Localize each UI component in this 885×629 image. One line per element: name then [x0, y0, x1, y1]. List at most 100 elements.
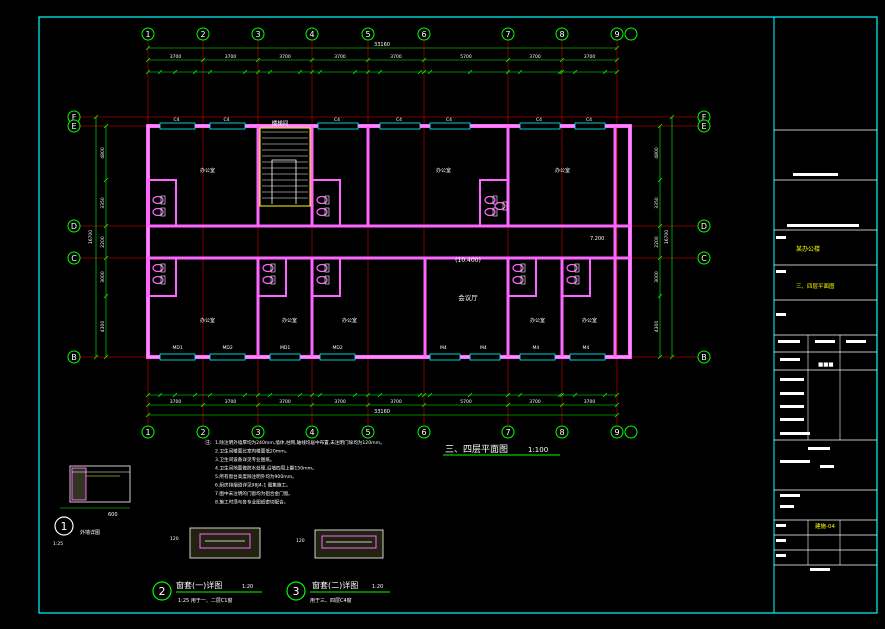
dim-height-right-0: 4800: [654, 147, 660, 159]
door-label-bottom-7: M4: [583, 345, 590, 351]
total-width-bottom: 33160: [374, 409, 390, 415]
sheet-number-text: 建施-04: [815, 522, 835, 530]
door-label-bottom-6: M4: [533, 345, 540, 351]
axis-bubble-row-B-right: B: [701, 353, 707, 362]
axis-bubble-col-2-bottom: 2: [200, 428, 205, 437]
axis-bubble-row-C-right: C: [701, 254, 707, 263]
axis-bubble-col-7-bottom: 7: [505, 428, 510, 437]
door-label-bottom-4: M4: [440, 345, 447, 351]
dim-span-top-6: 3700: [529, 54, 541, 60]
detail-3-scale: 1:20: [372, 584, 383, 590]
window-label-top-4: C4: [446, 117, 452, 123]
detail-3-text: 用于三、四层C4窗: [310, 597, 352, 604]
plan-title-text: 三、四层平面图: [445, 444, 508, 455]
dim-height-right-4: 4300: [654, 321, 660, 333]
axis-bubble-col-2-top: 2: [200, 30, 205, 39]
axis-bubble-col-9-top: 9: [614, 30, 619, 39]
dim-span-top-0: 3700: [170, 54, 182, 60]
door-label-bottom-2: MD1: [280, 345, 290, 351]
dim-height-left-4: 4300: [100, 321, 106, 333]
axis-bubble-col-4-top: 4: [309, 30, 314, 39]
axis-bubble-row-D-left: D: [71, 222, 77, 231]
detail-1: 600 1 1:25 外墙详图: [53, 465, 131, 547]
detail-1-scale: 1:25: [53, 541, 63, 547]
axis-bubble-row-F-left: F: [72, 113, 77, 122]
note-line-4: 5.所有窗台高度除注明外均为900mm。: [215, 473, 297, 480]
wall-outline: [146, 124, 632, 359]
dim-span-bot-5: 5700: [460, 399, 472, 405]
total-height-left: 16700: [88, 230, 94, 244]
detail-2-scale: 1:20: [242, 584, 253, 590]
toilet-fixtures: [152, 195, 580, 285]
axis-bubble-row-E-right: E: [701, 122, 706, 131]
axis-bubble-row-C-left: C: [71, 254, 77, 263]
axis-bubble-col-6-top: 6: [421, 30, 426, 39]
axis-bubble-row-E-left: E: [71, 122, 76, 131]
svg-text:600: 600: [108, 512, 118, 518]
drawing-name-text: 三、四层平面图: [796, 282, 835, 290]
room-labels: 楼梯间 (10.400) 会议厅 7.200 办公室 办公室 办公室 办公室 办…: [200, 119, 604, 324]
note-line-7: 8.施工时须与各专业图纸密切配合。: [215, 499, 288, 506]
note-line-0: 1.除注明外墙厚均为240mm,墙体,柱网,轴线均居中布置,未注明门垛均为120…: [215, 439, 385, 446]
dim-height-left-1: 3350: [100, 197, 106, 209]
detail-3-number: 3: [293, 585, 300, 598]
total-height-right: 16700: [664, 230, 670, 244]
svg-text:办公室: 办公室: [200, 167, 215, 174]
detail-2-title: 窗套(一)详图: [176, 580, 222, 590]
dimension-lines: 33160 3700 3700 3700 3700 3700 5700 3700 3700 370…: [88, 42, 675, 418]
svg-text:办公室: 办公室: [200, 317, 215, 324]
dim-height-right-1: 3350: [654, 197, 660, 209]
project-name-text: 某办公楼: [796, 245, 820, 253]
dim-height-left-2: 2200: [100, 236, 106, 248]
dim-span-top-7: 3700: [584, 54, 596, 60]
dim-height-left-3: 3000: [100, 271, 106, 283]
axis-bubble-col-3-bottom: 3: [255, 428, 260, 437]
door-label-bottom-0: MD1: [173, 345, 183, 351]
total-width-top: 33160: [374, 42, 390, 48]
axis-bubble-col-5-bottom: 5: [365, 428, 370, 437]
axis-bubble-col-9-bottom: 9: [614, 428, 619, 437]
title-block: 某办公楼 三、四层平面图 ■■■ 建施-04: [774, 129, 877, 571]
window-label-top-6: C4: [586, 117, 592, 123]
axis-bubble-col-4-bottom: 4: [309, 428, 314, 437]
detail-1-text: 外墙详图: [80, 529, 100, 536]
svg-text:办公室: 办公室: [530, 317, 545, 324]
note-line-2: 3.卫生间设备详见专业图纸。: [215, 456, 275, 463]
dim-span-bot-3: 3700: [334, 399, 346, 405]
window-label-top-2: C4: [334, 117, 340, 123]
window-label-top-3: C4: [396, 117, 402, 123]
svg-text:120: 120: [296, 538, 305, 544]
detail-1-number: 1: [61, 520, 68, 533]
dim-span-bot-6: 3700: [529, 399, 541, 405]
plan-title: 三、四层平面图 1:100: [443, 444, 560, 456]
axis-bubble-col-5-top: 5: [365, 30, 370, 39]
dim-span-bot-1: 3700: [225, 399, 237, 405]
note-line-5: 6.厨房排烟道详见98J4-1 图集施工。: [215, 482, 291, 489]
detail-3-title: 窗套(二)详图: [312, 580, 358, 590]
dim-span-top-1: 3700: [225, 54, 237, 60]
svg-text:办公室: 办公室: [582, 317, 597, 324]
dim-span-top-3: 3700: [334, 54, 346, 60]
plan-scale-text: 1:100: [528, 446, 548, 454]
axis-bubble-col-1-bottom: 1: [145, 428, 150, 437]
axis-bubble-col-8-bottom: 8: [559, 428, 564, 437]
outer-frame: [38, 16, 878, 614]
axis-bubble-col-6-bottom: 6: [421, 428, 426, 437]
meeting-room-label: 会议厅: [458, 293, 478, 302]
detail-2: 120 2 窗套(一)详图 1:20 1:25 用于一、二层C1窗: [152, 527, 262, 604]
stair-hall-label: 楼梯间: [272, 119, 289, 127]
axis-bubble-col-3-top: 3: [255, 30, 260, 39]
note-line-3: 4.卫生间地面做防水处理,沿墙四周上翻150mm。: [215, 465, 317, 472]
dim-span-bot-0: 3700: [170, 399, 182, 405]
svg-text:办公室: 办公室: [342, 317, 357, 324]
dim-span-top-5: 5700: [460, 54, 472, 60]
dim-span-bot-7: 3700: [584, 399, 596, 405]
notes-title: 注:: [205, 439, 212, 446]
svg-text:办公室: 办公室: [555, 167, 570, 174]
door-label-bottom-1: MD2: [223, 345, 233, 351]
window-label-top-0: C4: [174, 117, 180, 123]
